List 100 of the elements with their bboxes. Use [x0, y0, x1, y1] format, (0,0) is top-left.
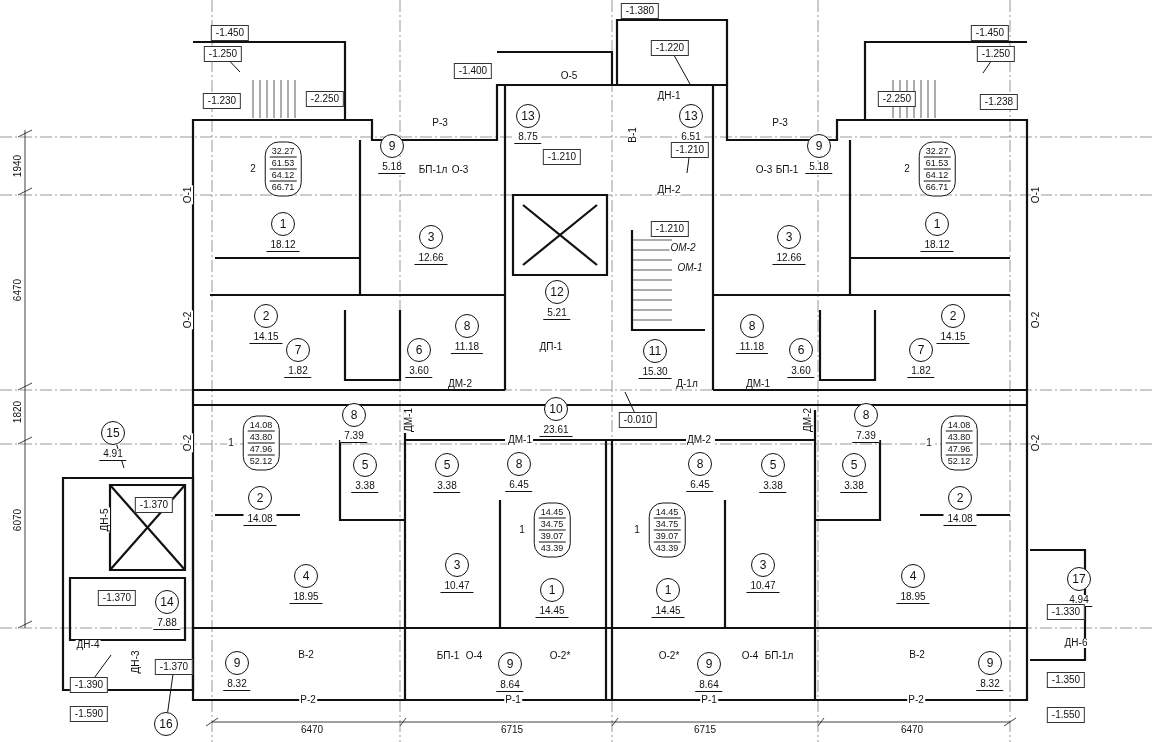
room-area: 14.08 — [243, 514, 277, 526]
elevation-mark: -1.550 — [1046, 707, 1086, 723]
element-mark: ДМ-2 — [803, 407, 813, 433]
room-count: 1 — [633, 525, 641, 535]
dimension-value: 6470 — [899, 725, 925, 735]
room-number-circle: 4 — [901, 564, 925, 588]
element-mark: Р-3 — [431, 118, 449, 128]
room-number-circle: 8 — [507, 452, 531, 476]
area-value: 43.39 — [654, 542, 680, 554]
room-area: 8.75 — [514, 132, 542, 144]
room-area: 3.38 — [840, 481, 868, 493]
room-count: 1 — [227, 438, 235, 448]
elevation-mark: -2.250 — [877, 91, 917, 107]
dimension-value: 1820 — [13, 399, 23, 425]
room-number-circle: 2 — [948, 486, 972, 510]
room-number-circle: 11 — [643, 339, 667, 363]
leader-line — [230, 61, 241, 73]
elevation-mark: -1.450 — [210, 25, 250, 41]
element-mark: ДН-3 — [131, 649, 141, 675]
room-number-circle: 13 — [679, 104, 703, 128]
area-value: 64.12 — [923, 169, 951, 182]
element-mark: В-2 — [297, 650, 315, 660]
element-mark: Р-2 — [907, 695, 925, 705]
elevation-mark: -1.250 — [976, 46, 1016, 62]
element-mark: О-3 — [754, 165, 774, 175]
area-value: 52.12 — [946, 455, 972, 467]
room-number-circle: 6 — [407, 338, 431, 362]
room-number-circle: 5 — [353, 453, 377, 477]
element-mark: О-2* — [548, 651, 572, 661]
area-value: 43.80 — [945, 431, 973, 444]
element-mark: ДН-2 — [656, 185, 682, 195]
elevation-mark: -1.370 — [154, 659, 194, 675]
element-mark: Р-1 — [700, 695, 718, 705]
room-area: 14.45 — [535, 606, 569, 618]
elevation-mark: -1.250 — [203, 46, 243, 62]
room-number-circle: 9 — [498, 652, 522, 676]
area-value: 61.53 — [923, 157, 951, 170]
elevation-mark: -1.370 — [97, 590, 137, 606]
room-area: 23.61 — [539, 425, 573, 437]
area-value: 14.08 — [247, 419, 275, 432]
element-mark: ДН-4 — [75, 640, 101, 650]
element-mark: БП-1л — [763, 651, 795, 661]
room-area: 15.30 — [638, 367, 672, 379]
room-number-circle: 1 — [540, 578, 564, 602]
room-area: 1.82 — [907, 366, 935, 378]
area-value: 34.75 — [538, 518, 566, 531]
room-number-circle: 9 — [380, 134, 404, 158]
element-mark: О-2* — [657, 651, 681, 661]
area-value: 66.71 — [270, 181, 296, 193]
area-value: 47.96 — [247, 443, 275, 456]
area-value: 39.07 — [653, 530, 681, 543]
room-area: 18.12 — [920, 240, 954, 252]
room-number-circle: 9 — [697, 652, 721, 676]
room-number-circle: 15 — [101, 421, 125, 445]
room-number-circle: 3 — [445, 553, 469, 577]
dimension-value: 1940 — [13, 153, 23, 179]
room-number-circle: 8 — [342, 403, 366, 427]
leader-line — [624, 391, 635, 413]
element-mark: ОМ-1 — [676, 263, 704, 273]
dimension-value: 6070 — [13, 507, 23, 533]
leader-line — [94, 654, 112, 678]
room-area: 8.32 — [976, 679, 1004, 691]
room-area: 6.45 — [686, 480, 714, 492]
room-area: 7.39 — [340, 431, 368, 443]
element-mark: ОМ-2 — [669, 243, 697, 253]
leader-line — [982, 61, 992, 74]
elevation-mark: -1.350 — [1046, 672, 1086, 688]
elevation-mark: -1.210 — [670, 142, 710, 158]
element-mark: В-1 — [628, 126, 638, 144]
room-count: 1 — [518, 525, 526, 535]
element-mark: Р-1 — [504, 695, 522, 705]
dimension-value: 6470 — [13, 277, 23, 303]
room-number-circle: 9 — [225, 651, 249, 675]
element-mark: ДН-5 — [100, 507, 110, 533]
room-number-circle: 4 — [294, 564, 318, 588]
room-number-circle: 3 — [751, 553, 775, 577]
room-area: 3.38 — [351, 481, 379, 493]
element-mark: В-2 — [908, 650, 926, 660]
room-area: 18.12 — [266, 240, 300, 252]
element-mark: ДН-1 — [656, 91, 682, 101]
element-mark: О-2 — [183, 310, 193, 330]
room-number-circle: 9 — [807, 134, 831, 158]
element-mark: О-2 — [183, 433, 193, 453]
room-area: 14.45 — [651, 606, 685, 618]
leader-line — [673, 55, 691, 85]
room-count: 2 — [903, 164, 911, 174]
elevation-mark: -1.238 — [979, 94, 1019, 110]
room-area: 5.21 — [543, 308, 571, 320]
element-mark: ДМ-1 — [404, 407, 414, 433]
elevation-mark: -1.590 — [69, 706, 109, 722]
room-area: 12.66 — [772, 253, 806, 265]
element-mark: ДМ-1 — [745, 379, 771, 389]
room-number-circle: 5 — [761, 453, 785, 477]
element-mark: Д-1л — [675, 379, 699, 389]
element-mark: О-3 — [450, 165, 470, 175]
elevation-mark: -1.220 — [650, 40, 690, 56]
room-count: 2 — [249, 164, 257, 174]
room-area: 18.95 — [896, 592, 930, 604]
dimension-value: 6470 — [299, 725, 325, 735]
element-mark: О-2 — [1031, 310, 1041, 330]
